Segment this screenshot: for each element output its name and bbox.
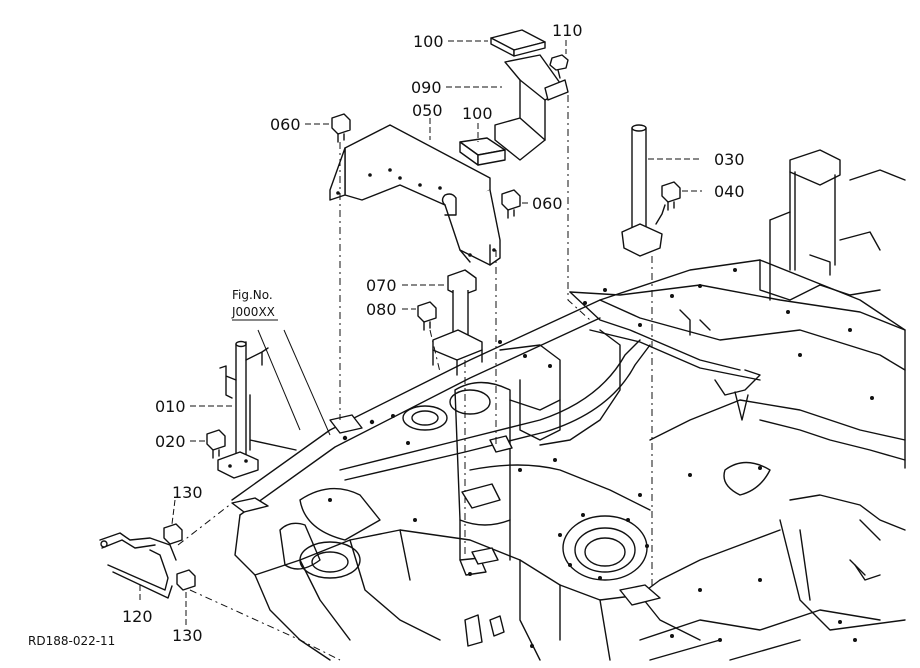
- bolt-020: [206, 429, 226, 459]
- leader-lines: [139, 40, 702, 625]
- bolt-080: [417, 301, 437, 331]
- part-label-100-mid: 100: [462, 104, 493, 123]
- bolt-060-left: [331, 113, 351, 143]
- part-label-100-top: 100: [413, 32, 444, 51]
- cover-plate-090: [494, 54, 569, 161]
- bolt-040: [661, 181, 681, 211]
- bolt-130-lower: [176, 569, 196, 591]
- bolt-110: [549, 54, 569, 79]
- clamp-120: [99, 532, 177, 599]
- figure-reference: Fig.No. J000XX: [231, 288, 278, 321]
- post-070: [432, 269, 483, 376]
- part-label-040: 040: [714, 182, 745, 201]
- part-label-010: 010: [155, 397, 186, 416]
- part-label-110: 110: [552, 21, 583, 40]
- part-label-050: 050: [412, 101, 443, 120]
- pad-100-top: [490, 29, 546, 57]
- pad-100-mid: [459, 137, 506, 166]
- tube-holder-010: [217, 340, 297, 479]
- part-label-020: 020: [155, 432, 186, 451]
- part-label-070: 070: [366, 276, 397, 295]
- figure-ref-line1: Fig.No.: [232, 288, 273, 302]
- part-label-060-right: 060: [532, 194, 563, 213]
- part-label-030: 030: [714, 150, 745, 169]
- part-label-130-lower: 130: [172, 626, 203, 645]
- part-label-060-left: 060: [270, 115, 301, 134]
- part-label-090: 090: [411, 78, 442, 97]
- bolt-130-upper: [163, 523, 183, 545]
- bolt-060-right: [501, 189, 521, 219]
- pipe-030: [621, 124, 666, 257]
- part-label-080: 080: [366, 300, 397, 319]
- part-label-130-upper: 130: [172, 483, 203, 502]
- frame-body: [231, 149, 906, 661]
- drawing-code: RD188-022-11: [28, 634, 115, 648]
- figure-ref-line2: J000XX: [231, 305, 275, 319]
- part-labels: 100 110 090 060 050 100 030 040 060 070 …: [122, 21, 745, 645]
- assembly-lines: [177, 95, 653, 661]
- bracket-050: [329, 124, 501, 266]
- part-label-120: 120: [122, 607, 153, 626]
